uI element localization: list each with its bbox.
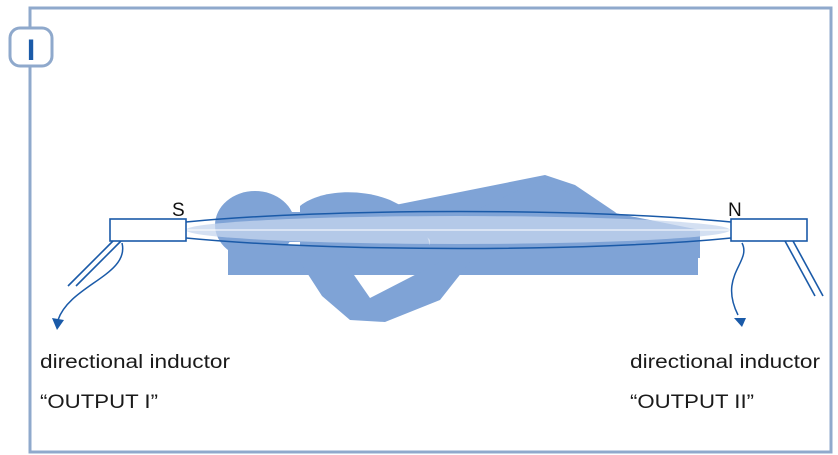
- pole-label-south: S: [172, 200, 185, 221]
- right-output-arrowhead: [734, 318, 746, 327]
- left-output-arrow: [57, 242, 124, 321]
- left-inductor-output-label: “OUTPUT I”: [40, 392, 158, 413]
- right-inductor-device: [730, 218, 824, 297]
- left-output-arrowhead: [52, 318, 64, 330]
- right-output-arrow: [730, 242, 745, 316]
- section-badge-label: I: [27, 34, 35, 67]
- frame-border: [28, 6, 833, 454]
- pole-label-north: N: [728, 200, 742, 221]
- section-badge: [8, 26, 54, 68]
- right-inductor-caption: directional inductor: [630, 352, 821, 373]
- field-line-top: [185, 210, 732, 223]
- right-inductor-output-label: “OUTPUT II”: [630, 392, 754, 413]
- left-inductor-caption: directional inductor: [40, 352, 231, 373]
- field-line-bottom: [185, 237, 732, 250]
- left-inductor-device: [67, 218, 187, 287]
